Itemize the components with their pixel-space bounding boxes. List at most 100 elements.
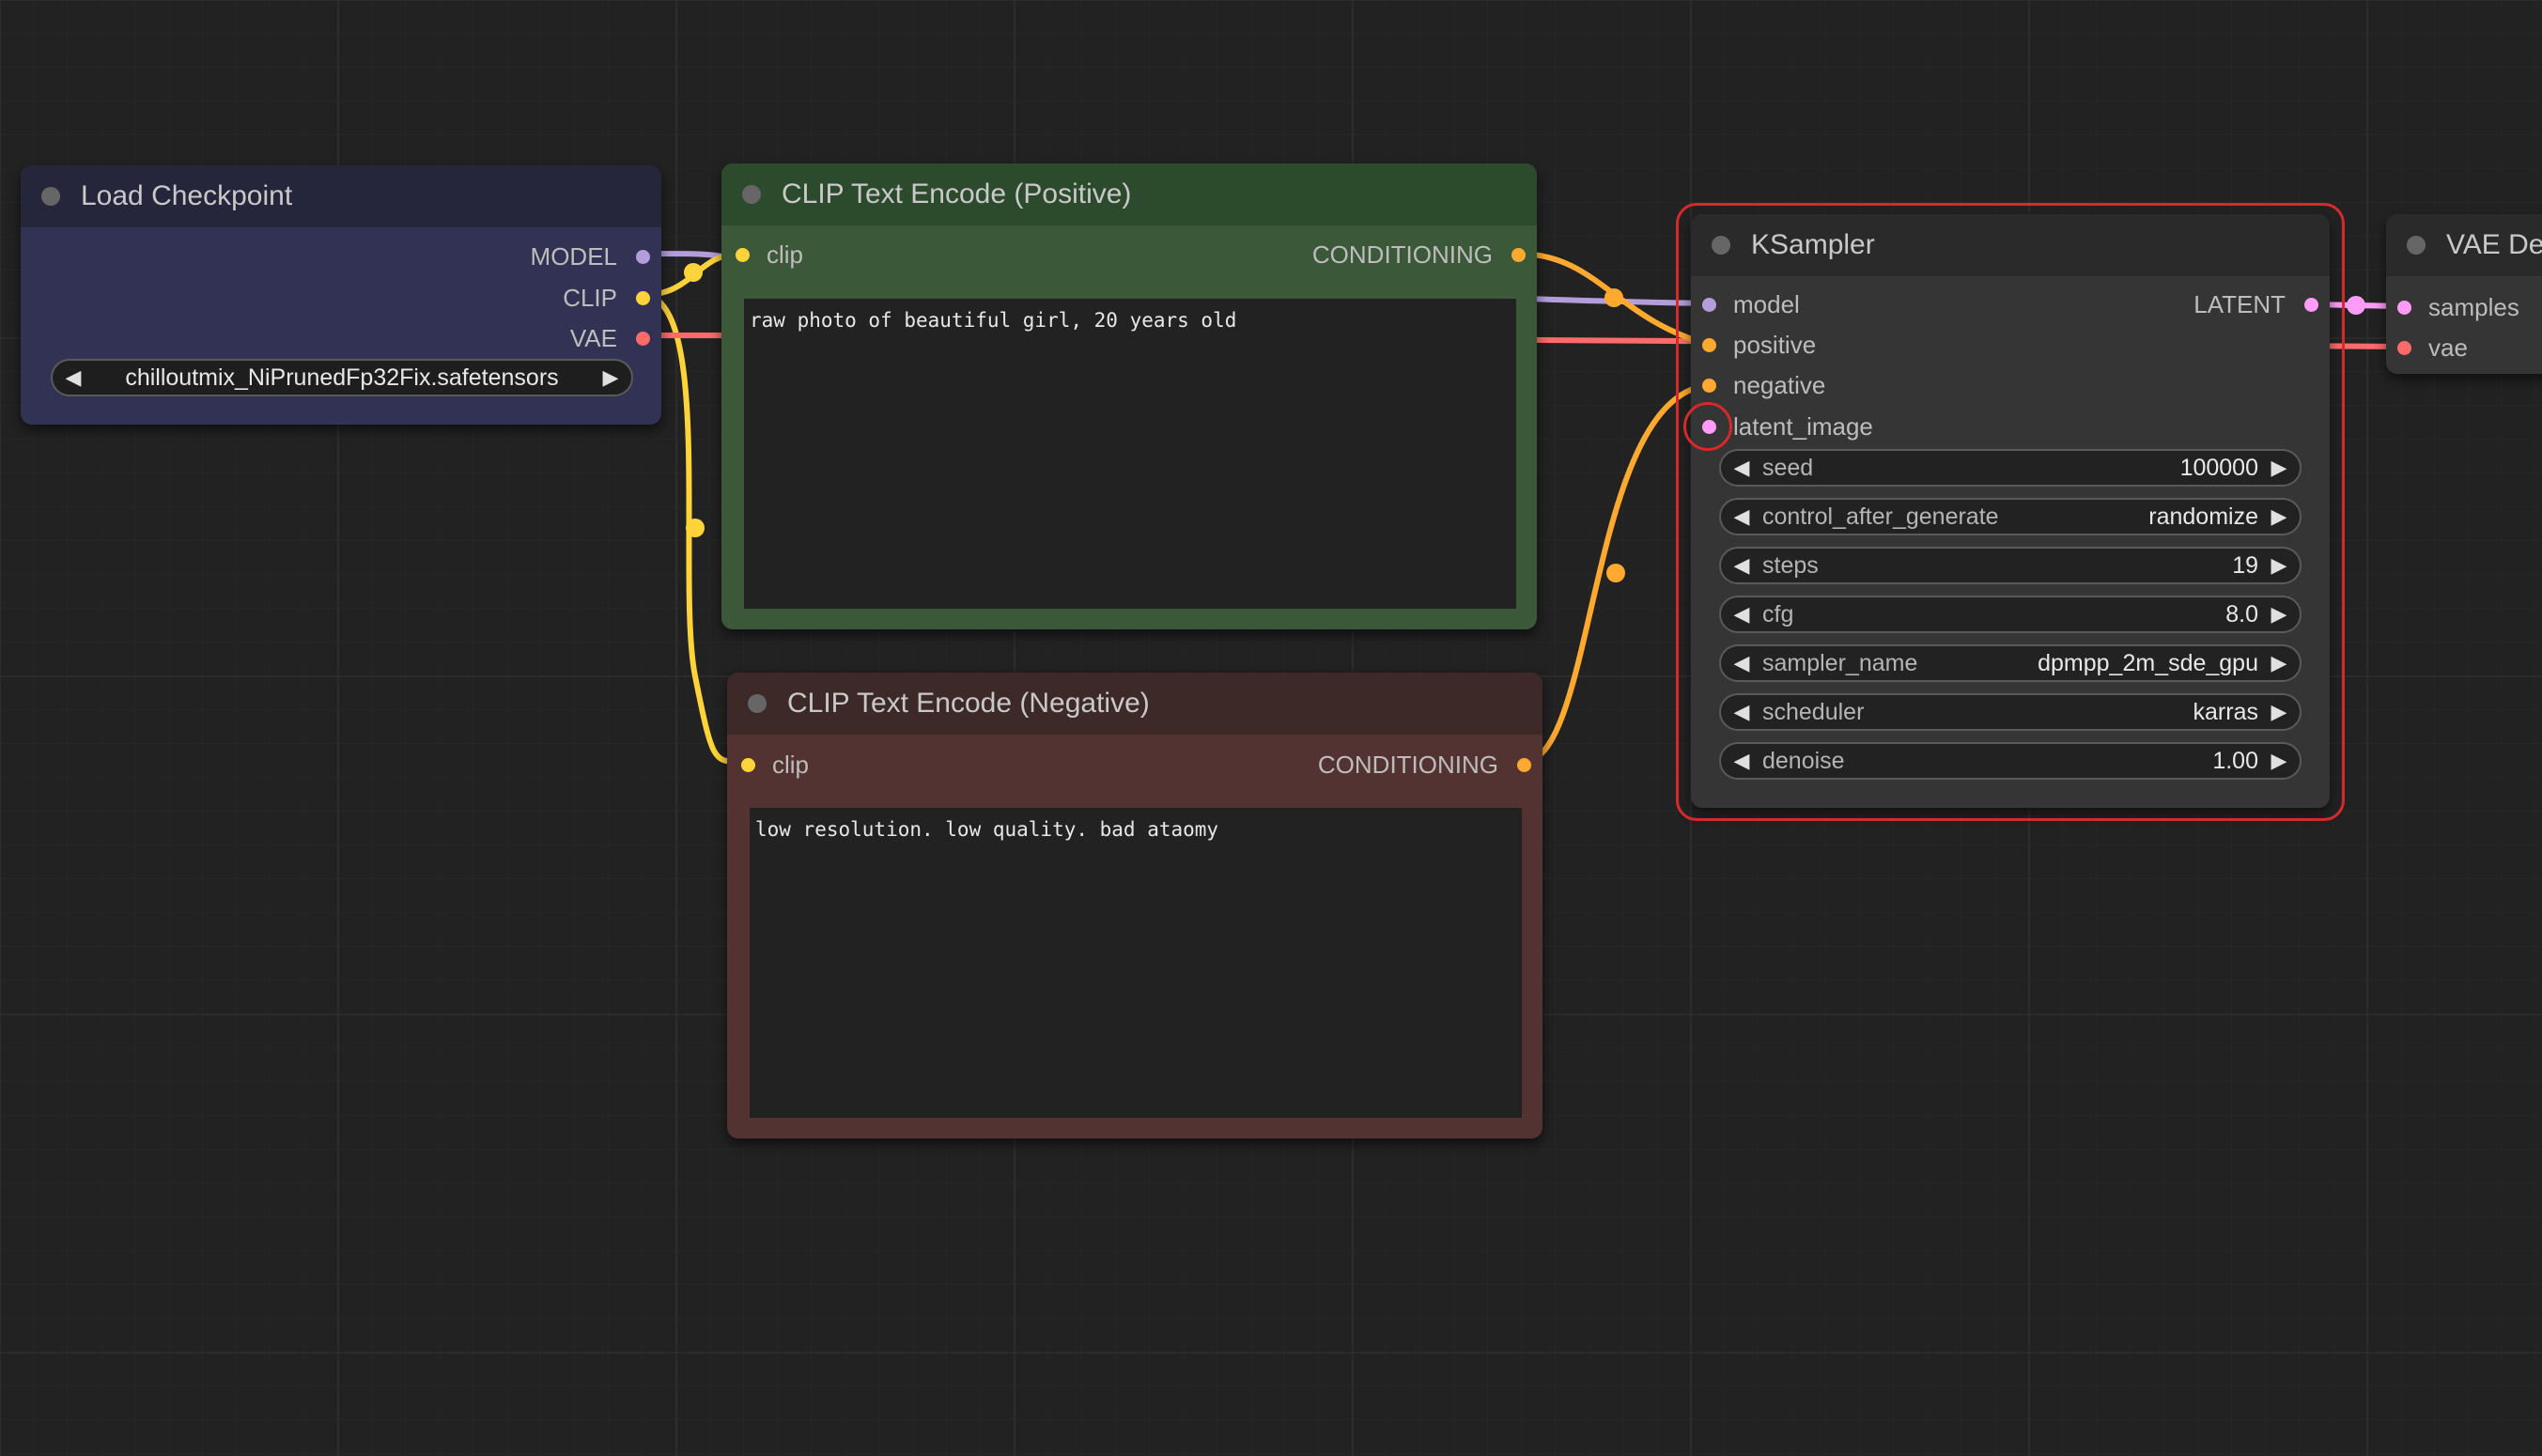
latent-socket-icon[interactable] — [2397, 301, 2411, 315]
node-title-bar[interactable]: Load Checkpoint — [21, 165, 661, 227]
conditioning-socket-icon[interactable] — [1702, 379, 1716, 393]
link-negative-conditioning — [1523, 382, 1711, 765]
denoise-widget[interactable]: ◀ denoise 1.00 ▶ — [1719, 742, 2302, 780]
clip-text-encode-positive-node[interactable]: CLIP Text Encode (Positive) clip CONDITI… — [721, 163, 1537, 629]
link-midpoint — [1606, 564, 1625, 582]
arrow-left-icon[interactable]: ◀ — [1733, 456, 1750, 479]
widget-label: cfg — [1762, 600, 1794, 627]
clip-socket-icon[interactable] — [636, 291, 650, 305]
link-midpoint — [684, 263, 703, 282]
positive-prompt-textarea[interactable]: raw photo of beautiful girl, 20 years ol… — [744, 299, 1516, 609]
node-title-bar[interactable]: CLIP Text Encode (Positive) — [721, 163, 1537, 225]
collapse-dot-icon[interactable] — [41, 187, 60, 206]
load-checkpoint-node[interactable]: Load Checkpoint MODEL CLIP VAE ◀ chillou… — [21, 165, 661, 425]
node-title: CLIP Text Encode (Negative) — [787, 688, 1150, 719]
arrow-right-icon[interactable]: ▶ — [2271, 651, 2287, 674]
ckpt-name-combo[interactable]: ◀ chilloutmix_NiPrunedFp32Fix.safetensor… — [51, 359, 633, 396]
steps-widget[interactable]: ◀ steps 19 ▶ — [1719, 547, 2302, 584]
latent-socket-icon[interactable] — [1702, 420, 1716, 434]
widget-label: control_after_generate — [1762, 503, 1999, 530]
arrow-right-icon[interactable]: ▶ — [2271, 749, 2287, 772]
clip-text-encode-negative-node[interactable]: CLIP Text Encode (Negative) clip CONDITI… — [727, 673, 1542, 1138]
collapse-dot-icon[interactable] — [1712, 236, 1730, 255]
output-latent[interactable]: LATENT — [2193, 290, 2318, 319]
conditioning-socket-icon[interactable] — [1517, 758, 1531, 772]
node-title-bar[interactable]: KSampler — [1691, 214, 2330, 276]
arrow-left-icon[interactable]: ◀ — [1733, 602, 1750, 626]
clip-socket-icon[interactable] — [736, 248, 750, 262]
port-label: positive — [1733, 331, 1817, 359]
model-socket-icon[interactable] — [636, 250, 650, 264]
ckpt-name-value: chilloutmix_NiPrunedFp32Fix.safetensors — [125, 364, 559, 391]
port-label: negative — [1733, 371, 1826, 399]
scheduler-widget[interactable]: ◀ scheduler karras ▶ — [1719, 693, 2302, 731]
arrow-right-icon[interactable]: ▶ — [2271, 504, 2287, 528]
port-label: model — [1733, 290, 1800, 318]
widget-value: 100000 — [2179, 454, 2258, 481]
vae-decode-node[interactable]: VAE De samples vae — [2386, 214, 2542, 374]
port-label: clip — [767, 240, 804, 269]
link-midpoint — [1604, 288, 1623, 307]
port-label: CONDITIONING — [1311, 240, 1493, 269]
arrow-left-icon[interactable]: ◀ — [1733, 651, 1750, 674]
widget-label: denoise — [1762, 747, 1845, 774]
port-label: CLIP — [563, 284, 617, 312]
port-label: VAE — [569, 324, 617, 352]
arrow-left-icon[interactable]: ◀ — [1733, 700, 1750, 723]
output-model[interactable]: MODEL — [531, 242, 650, 271]
input-model[interactable]: model — [1702, 290, 1800, 319]
port-label: clip — [772, 751, 810, 779]
input-negative[interactable]: negative — [1702, 371, 1825, 400]
collapse-dot-icon[interactable] — [2407, 236, 2426, 255]
widget-label: seed — [1762, 454, 1814, 481]
arrow-left-icon[interactable]: ◀ — [1733, 504, 1750, 528]
input-latent-image[interactable]: latent_image — [1702, 412, 1873, 441]
link-midpoint — [686, 519, 705, 537]
model-socket-icon[interactable] — [1702, 298, 1716, 312]
widget-label: sampler_name — [1762, 649, 1918, 676]
output-clip[interactable]: CLIP — [563, 284, 650, 313]
arrow-right-icon[interactable]: ▶ — [2271, 700, 2287, 723]
port-label: latent_image — [1733, 412, 1873, 441]
output-conditioning[interactable]: CONDITIONING — [1312, 240, 1526, 270]
arrow-right-icon[interactable]: ▶ — [602, 365, 619, 389]
conditioning-socket-icon[interactable] — [1511, 248, 1526, 262]
widget-label: scheduler — [1762, 698, 1865, 725]
arrow-right-icon[interactable]: ▶ — [2271, 456, 2287, 479]
port-label: CONDITIONING — [1317, 751, 1498, 779]
arrow-right-icon[interactable]: ▶ — [2271, 602, 2287, 626]
clip-socket-icon[interactable] — [741, 758, 755, 772]
output-vae[interactable]: VAE — [570, 324, 650, 353]
input-positive[interactable]: positive — [1702, 331, 1816, 360]
input-clip[interactable]: clip — [741, 751, 809, 780]
vae-socket-icon[interactable] — [636, 332, 650, 346]
conditioning-socket-icon[interactable] — [1702, 338, 1716, 352]
latent-socket-icon[interactable] — [2304, 298, 2318, 312]
input-samples[interactable]: samples — [2397, 293, 2519, 322]
arrow-left-icon[interactable]: ◀ — [1733, 553, 1750, 577]
node-title-bar[interactable]: CLIP Text Encode (Negative) — [727, 673, 1542, 735]
link-midpoint — [2347, 296, 2365, 315]
seed-widget[interactable]: ◀ seed 100000 ▶ — [1719, 449, 2302, 487]
port-label: vae — [2428, 333, 2468, 362]
input-vae[interactable]: vae — [2397, 333, 2468, 363]
ksampler-node[interactable]: KSampler model positive negative latent_… — [1691, 214, 2330, 808]
arrow-left-icon[interactable]: ◀ — [65, 365, 82, 389]
node-title-bar[interactable]: VAE De — [2386, 214, 2542, 276]
input-clip[interactable]: clip — [736, 240, 803, 270]
collapse-dot-icon[interactable] — [748, 694, 767, 713]
cfg-widget[interactable]: ◀ cfg 8.0 ▶ — [1719, 596, 2302, 633]
node-title: Load Checkpoint — [81, 180, 293, 211]
output-conditioning[interactable]: CONDITIONING — [1318, 751, 1531, 780]
arrow-left-icon[interactable]: ◀ — [1733, 749, 1750, 772]
arrow-right-icon[interactable]: ▶ — [2271, 553, 2287, 577]
vae-socket-icon[interactable] — [2397, 341, 2411, 355]
negative-prompt-textarea[interactable]: low resolution. low quality. bad ataomy — [750, 808, 1522, 1118]
widget-value: dpmpp_2m_sde_gpu — [2038, 649, 2258, 676]
port-label: MODEL — [530, 242, 617, 271]
sampler-name-widget[interactable]: ◀ sampler_name dpmpp_2m_sde_gpu ▶ — [1719, 644, 2302, 682]
widget-value: 19 — [2232, 551, 2258, 579]
collapse-dot-icon[interactable] — [742, 185, 761, 204]
widget-value: 8.0 — [2225, 600, 2258, 627]
control-after-generate-widget[interactable]: ◀ control_after_generate randomize ▶ — [1719, 498, 2302, 535]
